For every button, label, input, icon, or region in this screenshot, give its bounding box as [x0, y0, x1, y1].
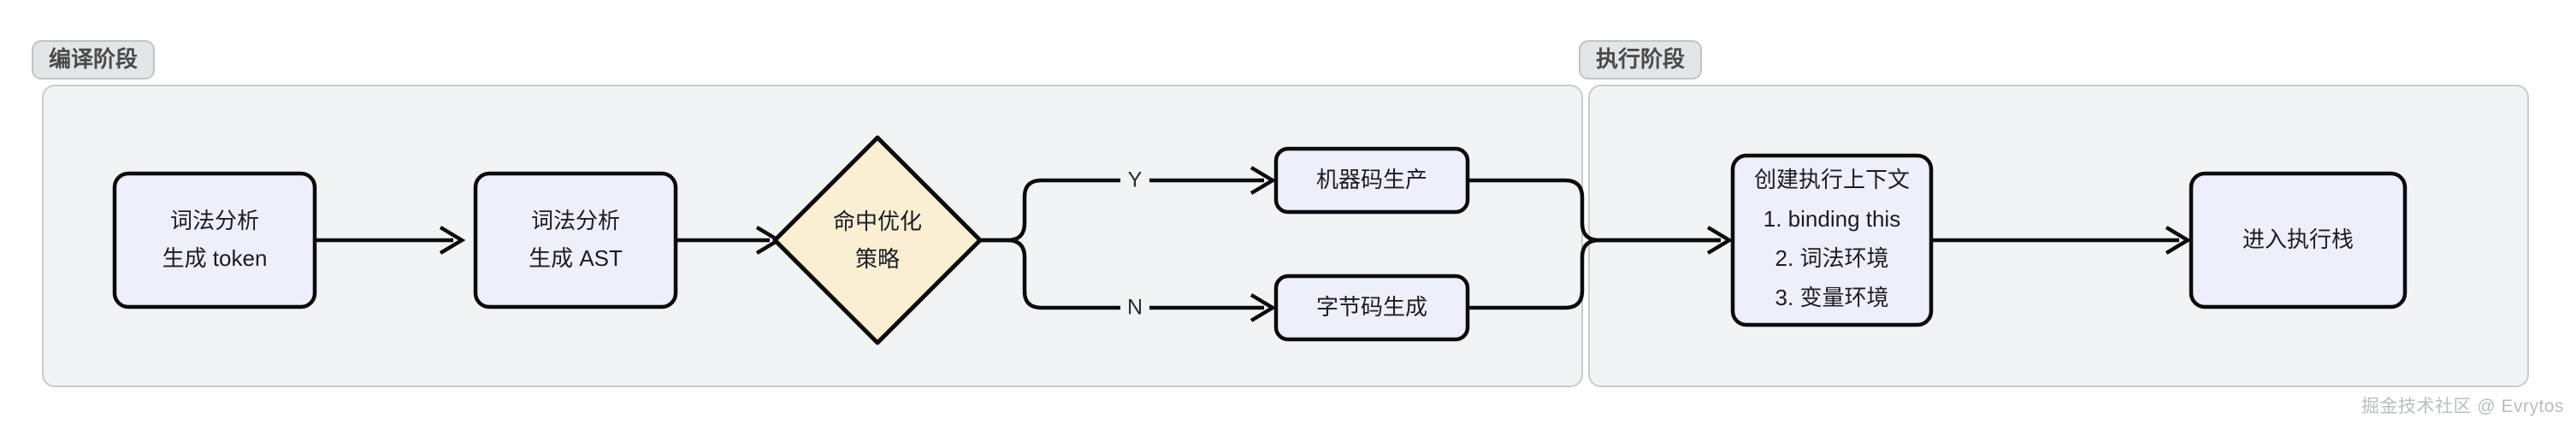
node-optimization-decision-line-1: 命中优化	[833, 209, 922, 234]
node-machine-code-label: 机器码生产	[1316, 167, 1427, 192]
edge-label-no: N	[1120, 292, 1149, 323]
watermark-text: 掘金技术社区 @ Evrytos	[2361, 397, 2564, 416]
node-lexical-ast-line-1: 词法分析	[531, 208, 620, 233]
node-enter-call-stack[interactable]: 进入执行栈	[2189, 171, 2408, 309]
node-bytecode-box[interactable]	[1273, 274, 1470, 342]
node-optimization-decision[interactable]: 命中优化 策略	[772, 135, 983, 345]
node-lexical-ast-box[interactable]	[473, 171, 678, 309]
node-execution-context-line-1: 创建执行上下文	[1754, 167, 1910, 192]
node-execution-context-line-4: 3. 变量环境	[1775, 285, 1889, 310]
edge-n1-n2	[315, 226, 466, 255]
node-enter-call-stack-label: 进入执行栈	[2242, 227, 2354, 252]
edge-label-yes-text: Y	[1128, 168, 1143, 192]
node-lexical-token-line-2: 生成 token	[162, 245, 268, 271]
cluster-execute-label-bg	[1579, 40, 1702, 80]
node-execution-context[interactable]: 创建执行上下文 1. binding this 2. 词法环境 3. 变量环境	[1730, 153, 1934, 327]
cluster-compile-label-bg	[32, 40, 155, 80]
node-execution-context-line-3: 2. 词法环境	[1775, 245, 1889, 271]
node-optimization-decision-shape[interactable]	[772, 135, 983, 345]
node-lexical-token-box[interactable]	[112, 171, 317, 309]
node-enter-call-stack-box[interactable]	[2189, 171, 2408, 309]
edge-label-yes: Y	[1120, 165, 1149, 196]
node-execution-context-line-2: 1. binding this	[1764, 206, 1900, 232]
edge-n3-n5	[980, 238, 1277, 322]
edge-label-no-text: N	[1127, 296, 1143, 320]
node-execution-context-box[interactable]	[1730, 153, 1934, 327]
cluster-execute-label: 执行阶段	[1596, 46, 1685, 72]
node-machine-code[interactable]: 机器码生产	[1273, 146, 1470, 215]
node-lexical-ast[interactable]: 词法分析 生成 AST	[473, 171, 678, 309]
node-optimization-decision-line-2: 策略	[855, 246, 900, 272]
edge-n5-n6	[1468, 238, 1721, 310]
node-lexical-token-line-1: 词法分析	[170, 208, 259, 233]
node-lexical-ast-line-2: 生成 AST	[529, 245, 623, 271]
node-lexical-token[interactable]: 词法分析 生成 token	[112, 171, 317, 309]
node-bytecode-label: 字节码生成	[1316, 294, 1427, 320]
cluster-compile-label: 编译阶段	[49, 46, 138, 72]
node-machine-code-box[interactable]	[1273, 146, 1470, 215]
edge-n6-n7	[1931, 226, 2192, 255]
node-bytecode[interactable]: 字节码生成	[1273, 274, 1470, 342]
